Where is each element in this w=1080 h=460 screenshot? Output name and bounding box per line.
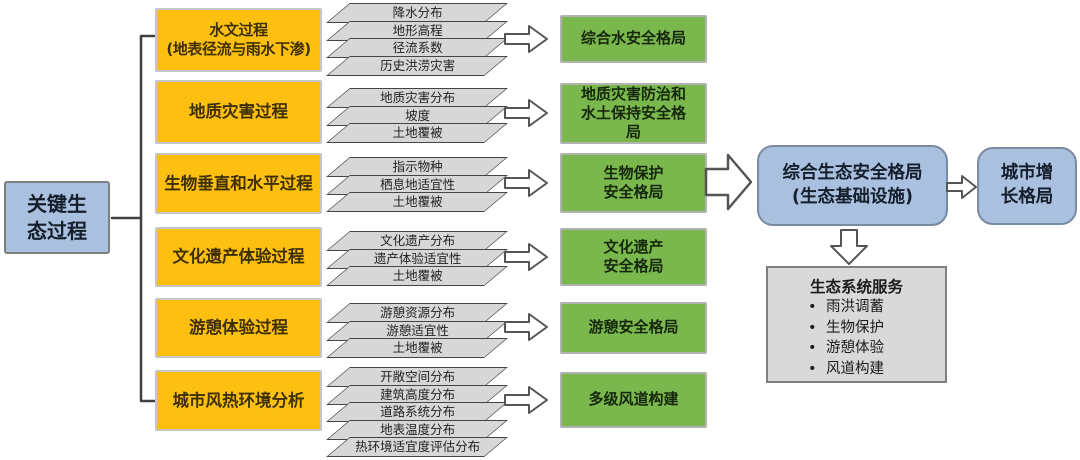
layer-label: 地表温度分布 xyxy=(380,421,456,437)
bracket-path xyxy=(110,34,157,403)
services-title: 生态系统服务 xyxy=(809,278,903,296)
services-box: 生态系统服务 • 雨洪调蓄 • 生物保护 • 游憩体验 • 风道构建 xyxy=(766,266,947,383)
data-layer: 历史洪涝灾害 xyxy=(326,55,508,76)
process-box-recreation: 游憩体验过程 xyxy=(155,298,322,358)
data-layer: 文化遗产分布 xyxy=(326,231,508,251)
process-box-heritage: 文化遗产体验过程 xyxy=(155,227,322,287)
root-box-key-eco-process: 关键生 态过程 xyxy=(4,181,110,254)
layer-label: 文化遗产分布 xyxy=(380,233,456,248)
flow-arrow-icon xyxy=(504,243,548,271)
big-flow-arrow-icon xyxy=(704,153,753,211)
arrow-shape xyxy=(946,175,977,199)
data-layer: 土地覆被 xyxy=(326,266,508,286)
layer-label: 游憩适宜性 xyxy=(386,322,449,338)
data-layer: 道路系统分布 xyxy=(326,402,508,422)
data-layer: 热环境适宜度评估分布 xyxy=(326,437,508,457)
layer-label: 道路系统分布 xyxy=(380,404,456,419)
arrow-shape xyxy=(504,313,548,341)
layer-label: 建筑高度分布 xyxy=(380,386,456,402)
layer-label: 指示物种 xyxy=(392,159,443,174)
data-layer: 径流系数 xyxy=(326,38,508,58)
pattern-box-water-security: 综合水安全格局 xyxy=(560,15,707,63)
data-layer: 土地覆被 xyxy=(326,192,508,212)
layer-label: 栖息地适宜性 xyxy=(380,176,456,192)
layer-label: 历史洪涝灾害 xyxy=(380,57,456,73)
layer-label: 土地覆被 xyxy=(392,340,443,355)
layer-label: 热环境适宜度评估分布 xyxy=(355,439,481,454)
pattern-box-bio-security: 生物保护 安全格局 xyxy=(560,153,707,213)
service-item-label: 游憩体验 xyxy=(826,340,884,357)
process-box-geohazard: 地质灾害过程 xyxy=(155,80,322,144)
pattern-box-recreation-security: 游憩安全格局 xyxy=(560,302,707,354)
arrow-shape xyxy=(504,243,548,271)
service-item-label: 生物保护 xyxy=(826,319,884,336)
data-layer: 地质灾害分布 xyxy=(326,88,508,108)
arrow-shape xyxy=(504,386,548,414)
flow-arrow-icon xyxy=(504,386,548,414)
flow-arrow-icon xyxy=(946,175,977,199)
data-layer: 指示物种 xyxy=(326,157,508,177)
bullet-icon: • xyxy=(808,360,817,377)
pattern-box-heritage-security: 文化遗产 安全格局 xyxy=(560,228,707,286)
data-layer: 土地覆被 xyxy=(326,338,508,358)
layer-label: 降水分布 xyxy=(392,5,443,20)
bullet-icon: • xyxy=(808,340,817,357)
flow-arrow-icon xyxy=(504,99,548,127)
arrow-shape xyxy=(504,99,548,127)
data-layer: 土地覆被 xyxy=(326,123,508,143)
service-item: • 风道构建 xyxy=(768,359,945,380)
down-flow-arrow-icon xyxy=(830,229,868,265)
arrow-shape xyxy=(704,153,753,211)
service-item-label: 风道构建 xyxy=(826,360,884,377)
process-box-hydrology: 水文过程 (地表径流与雨水下渗) xyxy=(155,8,322,72)
data-layer: 游憩资源分布 xyxy=(326,303,508,323)
layer-label: 坡度 xyxy=(405,107,431,123)
layer-label: 径流系数 xyxy=(392,40,443,55)
layer-label: 土地覆被 xyxy=(392,125,443,140)
pattern-box-geohazard-security: 地质灾害防治和 水土保持安全格 局 xyxy=(560,83,707,144)
arrow-shape xyxy=(504,25,548,53)
data-layer: 开敞空间分布 xyxy=(326,367,508,387)
layer-label: 土地覆被 xyxy=(392,194,443,209)
service-item-label: 雨洪调蓄 xyxy=(826,299,884,315)
layer-label: 游憩资源分布 xyxy=(380,305,456,320)
growth-box-urban-growth: 城市增 长格局 xyxy=(977,147,1077,225)
data-layer: 降水分布 xyxy=(326,3,508,23)
arrow-shape xyxy=(504,169,548,197)
service-item: • 游憩体验 xyxy=(768,338,945,359)
process-box-wind-thermal: 城市风热环境分析 xyxy=(155,370,322,431)
flow-arrow-icon xyxy=(504,169,548,197)
service-item: • 生物保护 xyxy=(768,318,945,339)
flow-arrow-icon xyxy=(504,313,548,341)
pattern-box-wind-corridor: 多级风道构建 xyxy=(560,372,707,428)
layer-label: 地形高程 xyxy=(392,22,443,38)
integration-box-eco-security: 综合生态安全格局 (生态基础设施) xyxy=(757,145,948,226)
bullet-icon: • xyxy=(808,299,817,315)
flow-arrow-icon xyxy=(504,25,548,53)
bullet-icon: • xyxy=(808,319,817,336)
service-item: • 雨洪调蓄 xyxy=(768,297,945,318)
layer-label: 土地覆被 xyxy=(392,268,443,283)
process-box-biological: 生物垂直和水平过程 xyxy=(155,153,322,214)
layer-label: 遗产体验适宜性 xyxy=(373,250,462,266)
layer-label: 开敞空间分布 xyxy=(380,369,456,384)
layer-label: 地质灾害分布 xyxy=(380,90,456,105)
arrow-shape xyxy=(830,229,868,265)
